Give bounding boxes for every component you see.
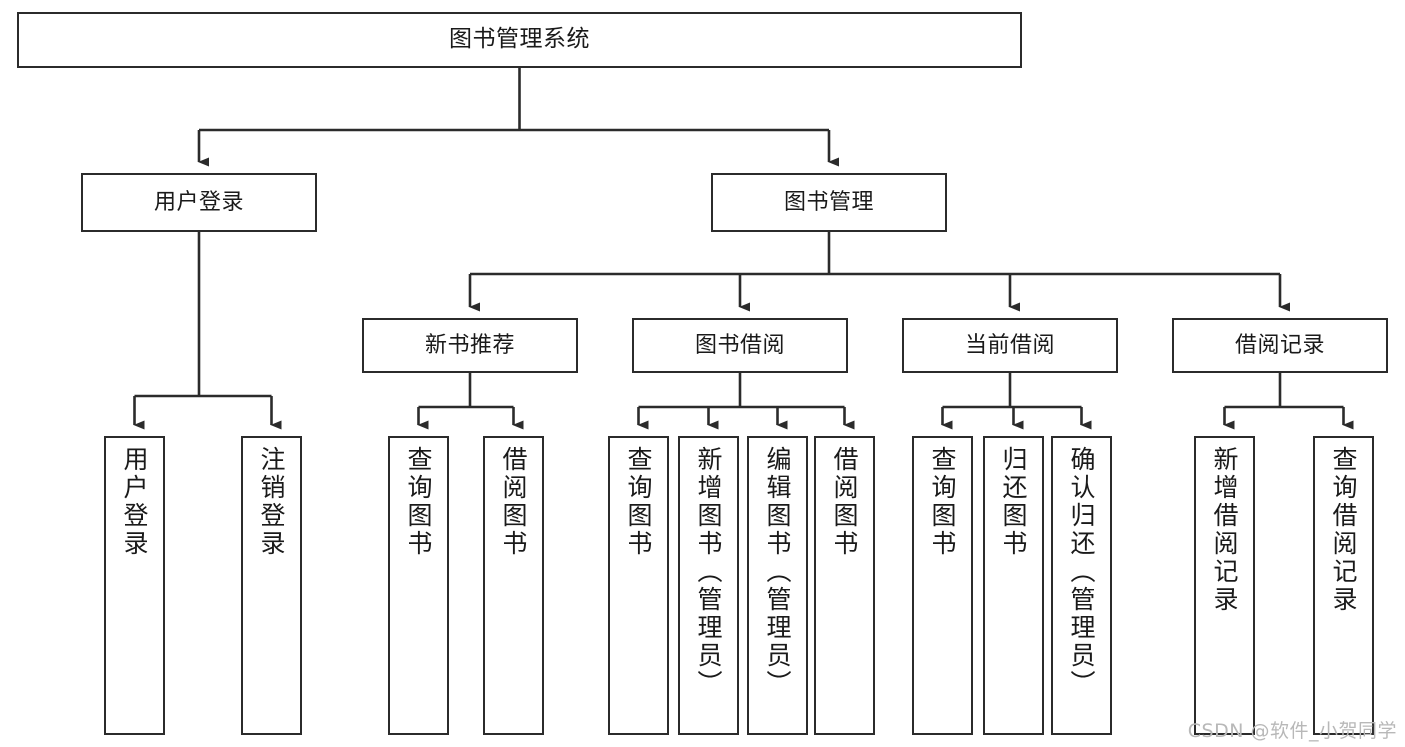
node-label: 借阅记录 [1234, 332, 1325, 358]
node-leaf-user-login[interactable]: 用户登录 [104, 436, 165, 735]
node-label: 用户登录 [153, 189, 244, 215]
node-label: 图书管理系统 [449, 26, 590, 53]
node-label: 注销登录 [257, 446, 286, 558]
node-leaf-query-book-3[interactable]: 查询图书 [912, 436, 973, 735]
node-label: 查询图书 [404, 446, 433, 558]
node-label: 查询借阅记录 [1329, 446, 1358, 614]
node-label: 归还图书 [999, 446, 1028, 558]
node-leaf-confirm-return[interactable]: 确认归还（管理员） [1051, 436, 1112, 735]
node-label: 确认归还（管理员） [1067, 446, 1096, 698]
node-label: 查询图书 [624, 446, 653, 558]
node-leaf-add-book[interactable]: 新增图书（管理员） [678, 436, 739, 735]
node-leaf-add-record[interactable]: 新增借阅记录 [1194, 436, 1255, 735]
node-label: 新书推荐 [424, 332, 515, 358]
node-new-book-recommend[interactable]: 新书推荐 [362, 318, 578, 373]
node-leaf-borrow-book-2[interactable]: 借阅图书 [814, 436, 875, 735]
node-label: 图书管理 [783, 189, 874, 215]
node-label: 编辑图书（管理员） [763, 446, 792, 698]
node-label: 查询图书 [928, 446, 957, 558]
node-label: 当前借阅 [964, 332, 1055, 358]
node-label: 用户登录 [120, 446, 149, 558]
node-current-borrow[interactable]: 当前借阅 [902, 318, 1118, 373]
node-leaf-user-logout[interactable]: 注销登录 [241, 436, 302, 735]
node-borrow-record[interactable]: 借阅记录 [1172, 318, 1388, 373]
node-label: 借阅图书 [830, 446, 859, 558]
node-leaf-edit-book[interactable]: 编辑图书（管理员） [747, 436, 808, 735]
node-leaf-query-record[interactable]: 查询借阅记录 [1313, 436, 1374, 735]
node-leaf-borrow-book-1[interactable]: 借阅图书 [483, 436, 544, 735]
node-leaf-query-book-2[interactable]: 查询图书 [608, 436, 669, 735]
node-leaf-return-book[interactable]: 归还图书 [983, 436, 1044, 735]
node-label: 新增图书（管理员） [694, 446, 723, 698]
node-label: 借阅图书 [499, 446, 528, 558]
node-book-manage[interactable]: 图书管理 [711, 173, 947, 232]
node-user-login[interactable]: 用户登录 [81, 173, 317, 232]
node-root-book-management-system[interactable]: 图书管理系统 [17, 12, 1022, 68]
node-label: 图书借阅 [694, 332, 785, 358]
node-label: 新增借阅记录 [1210, 446, 1239, 614]
node-leaf-query-book-1[interactable]: 查询图书 [388, 436, 449, 735]
node-book-borrow[interactable]: 图书借阅 [632, 318, 848, 373]
